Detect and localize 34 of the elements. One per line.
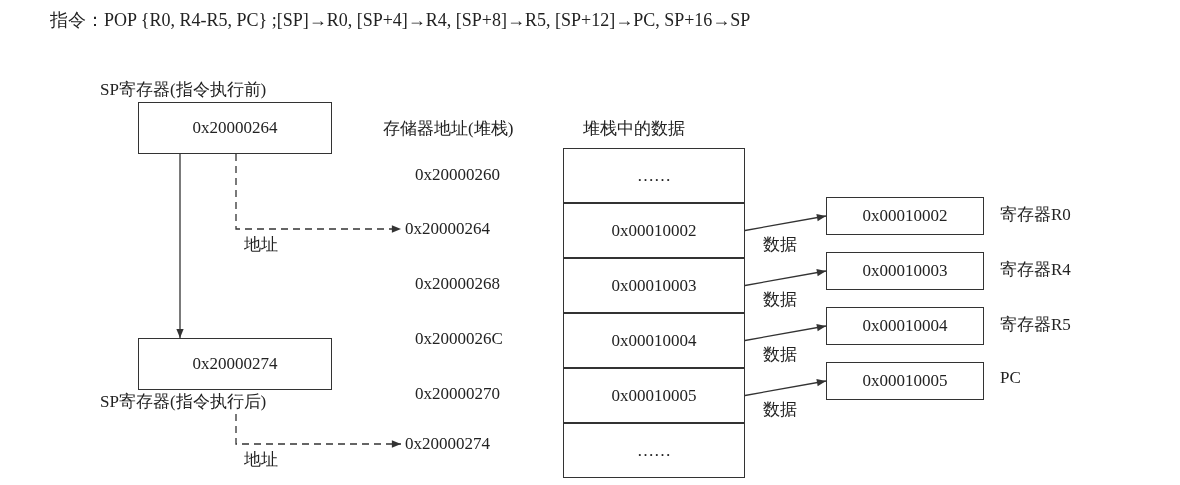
arrow bbox=[176, 153, 184, 339]
dashed-arrow bbox=[235, 153, 402, 233]
arrow bbox=[744, 379, 827, 397]
address-text: 0x20000260 bbox=[415, 165, 500, 185]
arrow bbox=[744, 269, 827, 287]
stack-cell: 0x00010003 bbox=[563, 258, 745, 313]
register-box: 0x00010003 bbox=[826, 252, 984, 290]
stack-cell: 0x00010004 bbox=[563, 313, 745, 368]
register-box: 0x20000274 bbox=[138, 338, 332, 390]
address-text: 0x20000268 bbox=[415, 274, 500, 294]
address-text: 0x2000026C bbox=[415, 329, 503, 349]
register-caption: SP寄存器(指令执行前) bbox=[100, 79, 267, 101]
arrow bbox=[744, 214, 827, 232]
column-heading: 堆栈中的数据 bbox=[583, 118, 685, 140]
column-heading: 存储器地址(堆栈) bbox=[383, 118, 514, 140]
stack-cell: …… bbox=[563, 148, 745, 203]
address-text: 0x20000274 bbox=[405, 434, 490, 453]
register-name: 寄存器R4 bbox=[1000, 259, 1071, 281]
stack-cell: 0x00010002 bbox=[563, 203, 745, 258]
dashed-arrow bbox=[235, 413, 402, 448]
arrow bbox=[744, 324, 827, 342]
stack-cell: …… bbox=[563, 423, 745, 478]
register-name: 寄存器R0 bbox=[1000, 204, 1071, 226]
register-box: 0x20000264 bbox=[138, 102, 332, 154]
register-name: PC bbox=[1000, 368, 1021, 388]
register-name: 寄存器R5 bbox=[1000, 314, 1071, 336]
register-box: 0x00010002 bbox=[826, 197, 984, 235]
instruction-title: 指令：POP {R0, R4-R5, PC} ;[SP]→R0, [SP+4]→R4, [SP+8]→R5, [SP+12]→PC, SP+16→SP bbox=[50, 9, 751, 32]
register-box: 0x00010004 bbox=[826, 307, 984, 345]
address-text: 0x20000264 bbox=[405, 219, 490, 238]
stack-cell: 0x00010005 bbox=[563, 368, 745, 423]
register-box: 0x00010005 bbox=[826, 362, 984, 400]
register-caption: SP寄存器(指令执行后) bbox=[100, 391, 267, 413]
address-text: 0x20000270 bbox=[415, 384, 500, 404]
